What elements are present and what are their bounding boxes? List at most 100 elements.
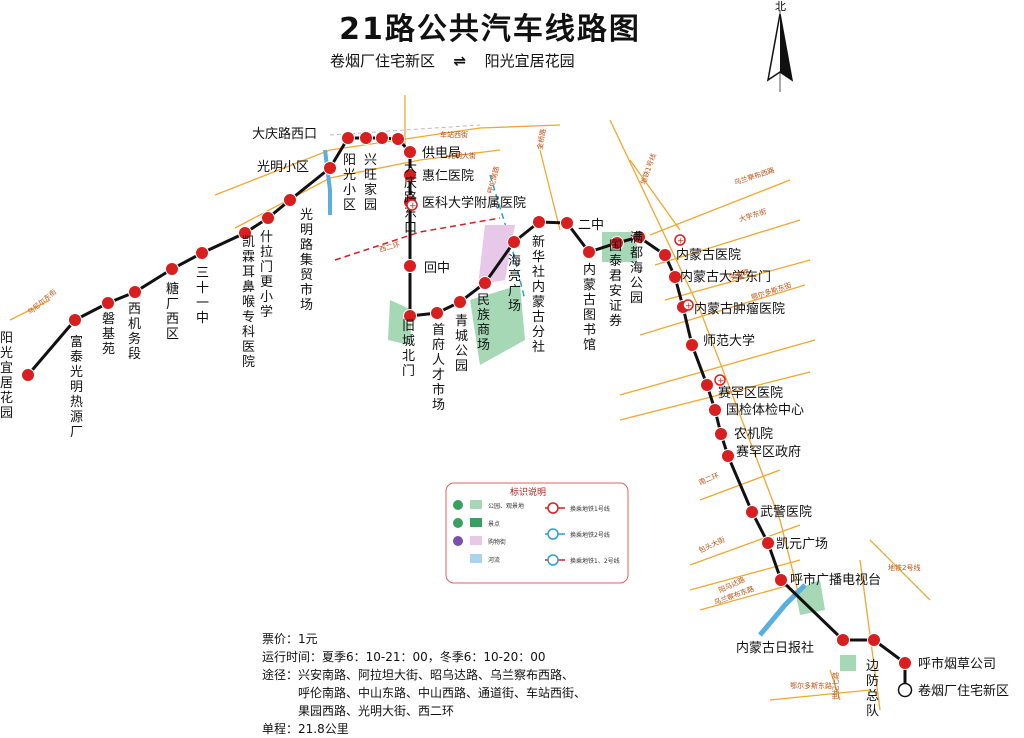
stop-label: 民族商场 xyxy=(477,293,490,353)
stop-label: 青城公园 xyxy=(455,314,468,374)
street-line xyxy=(539,149,561,231)
legend-swatch xyxy=(470,500,482,509)
stop-label: 西机务段 xyxy=(128,302,141,362)
stop-label: 磐基苑 xyxy=(102,312,115,357)
metro-line-2 xyxy=(489,174,526,301)
stop-label: 赛罕区医院 xyxy=(718,385,783,401)
stop-label: 国泰君安证券 xyxy=(609,239,622,329)
stop-marker xyxy=(721,449,735,463)
street-label: 光明大街 xyxy=(448,151,476,160)
stop-label: 大庆路西口 xyxy=(252,126,317,142)
stop-label: 内蒙古图书馆 xyxy=(583,262,596,353)
route-info: 票价：1元 运行时间：夏季6：10-21：00，冬季6：10-20：00 途径：… xyxy=(262,630,586,738)
stop-label: 惠仁医院 xyxy=(422,169,474,184)
street-line xyxy=(629,159,681,231)
map-title: 21路公共汽车线路图 xyxy=(339,12,641,47)
stop-label: 三十一中 xyxy=(196,266,209,326)
legend-frame xyxy=(445,482,629,584)
stop-label: 呼市广播电视台 xyxy=(790,572,881,588)
legend-title: 标识说明 xyxy=(510,486,546,498)
stop-label: 阳光宜居花园 xyxy=(0,331,13,421)
stop-label: 供电局 xyxy=(422,146,461,161)
river xyxy=(323,149,332,215)
street-line xyxy=(639,284,806,336)
hospital-icon xyxy=(406,199,418,211)
park-area xyxy=(470,285,525,365)
legend-box: 标识说明 公园、观景地景点购物街河流换乘地铁1号线换乘地铁2号线换乘地铁1、2号… xyxy=(445,482,629,584)
stop-label: 光明小区 xyxy=(257,160,309,175)
stop-label: 内蒙古医院 xyxy=(676,247,741,263)
stop-label: 光明路集贸市场 xyxy=(300,208,313,313)
direction-to: 阳光宜居花园 xyxy=(484,52,575,70)
stop-marker xyxy=(560,216,574,230)
stop-marker xyxy=(453,295,467,309)
stop-marker xyxy=(774,573,788,587)
stop-label: 农机院 xyxy=(734,427,773,442)
street-line xyxy=(664,259,811,301)
stop-marker xyxy=(761,536,775,550)
legend-label: 河流 xyxy=(488,556,500,564)
stop-marker xyxy=(261,211,275,225)
metro-transfer-icon xyxy=(547,528,559,540)
via-line-3: 果园西路、光明大街、西二环 xyxy=(298,704,455,718)
stop-label: 富泰光明热源厂 xyxy=(70,334,83,440)
via-line-1: 途径：兴安南路、阿拉坦大街、昭乌达路、乌兰察布西路、 xyxy=(262,666,586,684)
stop-label: 医科大学附属医院 xyxy=(422,195,526,211)
legend-label: 景点 xyxy=(488,520,500,528)
stop-marker xyxy=(897,682,913,698)
street-network xyxy=(9,95,931,711)
legend-swatch xyxy=(470,554,482,563)
hospital-icon xyxy=(674,234,686,246)
stop-marker xyxy=(507,235,521,249)
stop-marker xyxy=(610,236,624,250)
double-arrow-icon: ⇌ xyxy=(453,52,467,70)
stop-label: 二中 xyxy=(578,218,604,233)
street-line xyxy=(769,689,871,701)
compass-label: 北 xyxy=(775,0,786,13)
stop-marker xyxy=(867,633,881,647)
stop-label: 武警医院 xyxy=(760,504,812,520)
stop-label: 旧城北门 xyxy=(402,319,415,379)
via-text-1: 兴安南路、阿拉坦大街、昭乌达路、乌兰察布西路、 xyxy=(298,668,575,682)
stop-label: 卷烟厂住宅新区 xyxy=(918,683,1009,699)
stop-marker xyxy=(532,215,546,229)
north-arrow-shade xyxy=(780,14,792,80)
legend-swatch xyxy=(470,518,482,527)
legend-swatch xyxy=(470,536,482,545)
stop-marker xyxy=(283,193,297,207)
via-label: 途径： xyxy=(262,668,299,682)
street-label: 鄂尔多斯东路 xyxy=(790,681,832,690)
stop-label: 阳光小区 xyxy=(343,153,356,213)
metro-line-1 xyxy=(334,217,501,261)
stop-label: 内蒙古日报社 xyxy=(736,640,814,656)
stop-marker xyxy=(238,226,252,240)
street-line xyxy=(609,119,801,601)
hospital-icon xyxy=(714,374,726,386)
legend-label: 换乘地铁1、2号线 xyxy=(570,557,620,565)
stop-label: 兴旺家园 xyxy=(364,153,377,213)
street-label: 西二环 xyxy=(378,241,400,254)
stop-marker xyxy=(685,338,699,352)
street-label: 地铁2号线 xyxy=(888,563,920,572)
shopping-area xyxy=(478,225,515,285)
stop-marker xyxy=(195,246,209,260)
street-label: 南二环 xyxy=(697,471,720,487)
compass: 北 xyxy=(766,0,794,92)
legend-label: 购物街 xyxy=(488,538,506,546)
street-line xyxy=(619,371,811,421)
hospital-cross: + xyxy=(677,237,685,247)
route-direction: 卷烟厂住宅新区 ⇌ 阳光宜居花园 xyxy=(330,50,575,71)
street-label: 大学东街 xyxy=(738,207,767,224)
stop-marker xyxy=(714,427,728,441)
street-label: 车站西街 xyxy=(440,130,468,139)
stop-label: 首府人才市场 xyxy=(432,323,445,413)
stop-label: 满都海公园 xyxy=(630,231,643,306)
stop-markers: 卷烟厂住宅新区呼市烟草公司边防总队内蒙古日报社呼市广播电视台凯元广场武警医院赛罕… xyxy=(0,126,1009,719)
stop-label: 内蒙古肿瘤医院 xyxy=(694,301,785,317)
legend-label: 换乘地铁2号线 xyxy=(570,531,610,539)
stop-label: 新华社内蒙古分社 xyxy=(532,234,545,355)
stop-marker xyxy=(582,245,596,259)
hospital-cross: + xyxy=(717,377,725,387)
fare-text: 票价：1元 xyxy=(262,632,318,646)
street-label: 金桥路 xyxy=(535,128,548,150)
